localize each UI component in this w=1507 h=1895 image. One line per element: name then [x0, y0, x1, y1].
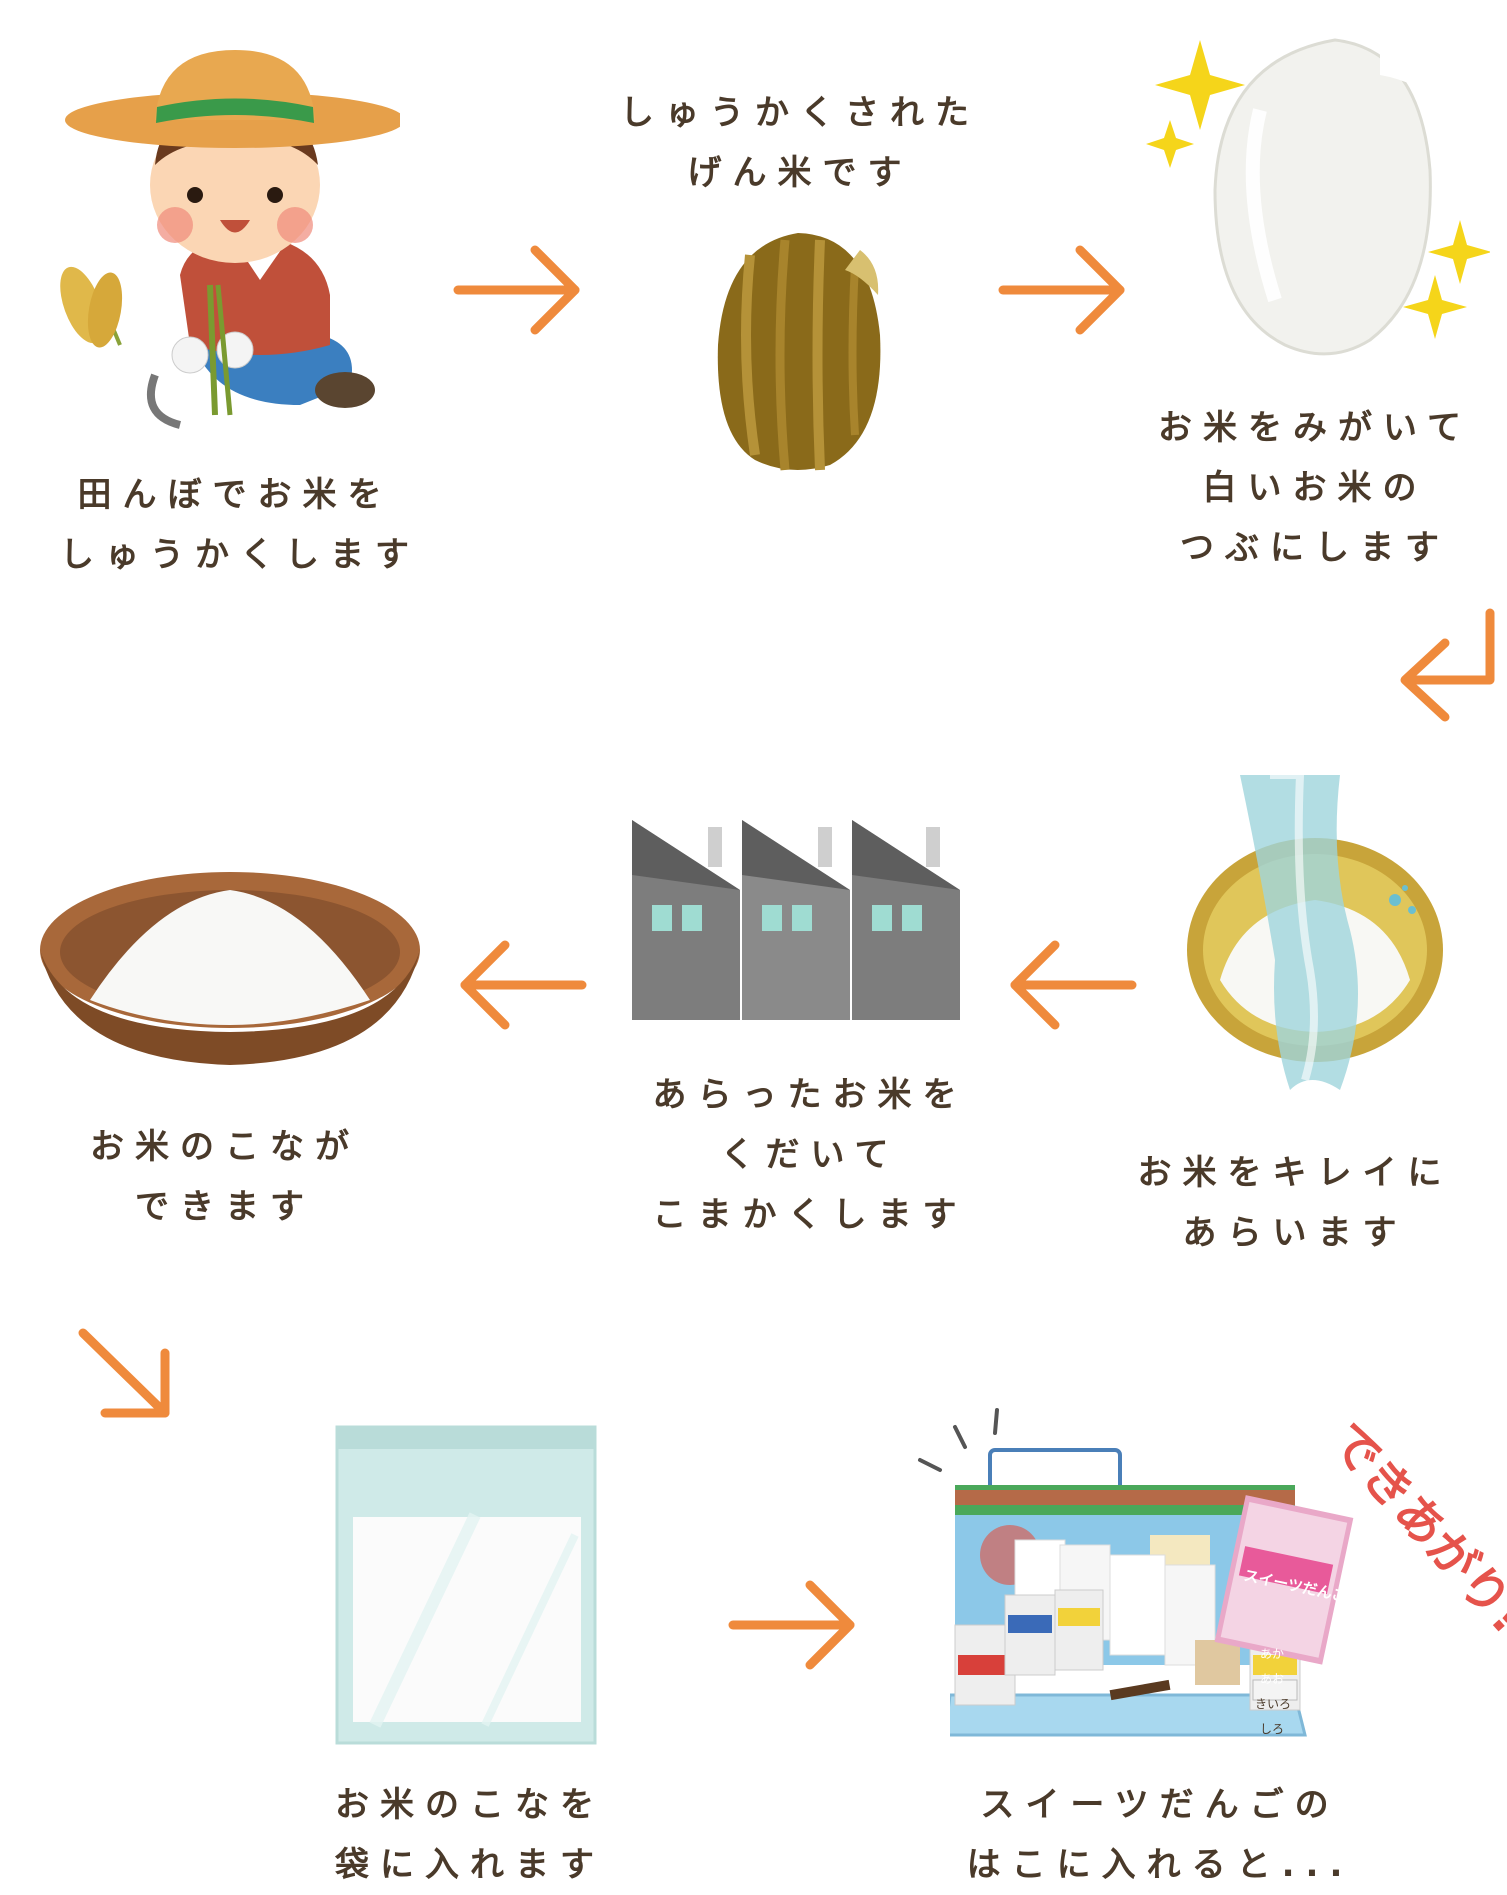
- arrow-down-right: [78, 1328, 170, 1418]
- rice-stalk-icon: [60, 266, 123, 348]
- arrow-left-2: [1010, 940, 1137, 1030]
- excitement-lines-icon: [918, 1408, 999, 1472]
- packet-label-aka: あか: [1260, 1647, 1285, 1661]
- packet-label-kiiro: きいろ: [1255, 1697, 1292, 1711]
- caption-harvest-line-2: しゅうかくします: [60, 535, 420, 575]
- caption-wash-line-2: あらいます: [1182, 1213, 1408, 1253]
- caption-box: スイーツだんごの はこに入れると...: [960, 1775, 1360, 1895]
- product-box-illustration: スイーツだんご あか あお きいろ しろ: [915, 1405, 1405, 1765]
- caption-brown-rice-line-1: しゅうかくされた: [620, 93, 980, 133]
- caption-flour-line-2: できます: [135, 1187, 315, 1227]
- caption-polish-line-2: 白いお米の: [1202, 468, 1428, 508]
- sparkle-icon: [1146, 40, 1490, 339]
- caption-box-line-2: はこに入れると...: [966, 1845, 1354, 1885]
- caption-harvest-line-1: 田んぼでお米を: [77, 475, 393, 515]
- caption-wash: お米をキレイに あらいます: [1120, 1143, 1470, 1263]
- arrow-left-1: [460, 940, 587, 1030]
- caption-brown-rice-line-2: げん米です: [687, 153, 913, 193]
- packet-label-shiro: しろ: [1260, 1722, 1285, 1736]
- caption-flour-line-1: お米のこなが: [90, 1127, 360, 1167]
- arrow-right-1: [453, 245, 580, 335]
- caption-wash-line-1: お米をキレイに: [1137, 1153, 1453, 1193]
- caption-flour: お米のこなが できます: [50, 1117, 400, 1237]
- caption-brown-rice: しゅうかくされた げん米です: [620, 83, 980, 203]
- factory-illustration: [632, 820, 960, 1020]
- brown-rice-grain-illustration: [717, 233, 881, 471]
- caption-bag-line-1: お米のこなを: [335, 1785, 605, 1825]
- caption-bag-line-2: 袋に入れます: [335, 1845, 605, 1885]
- arrow-turn-down-left: [1400, 608, 1495, 722]
- caption-bag: お米のこなを 袋に入れます: [290, 1775, 650, 1895]
- arrow-right-3: [728, 1580, 855, 1670]
- caption-harvest: 田んぼでお米を しゅうかくします: [60, 465, 410, 585]
- caption-grind-line-2: くだいて: [720, 1135, 900, 1175]
- flour-bag-illustration: [335, 1425, 597, 1745]
- arrow-right-2: [998, 245, 1125, 335]
- caption-grind: あらったお米を くだいて こまかくします: [620, 1065, 1000, 1245]
- caption-grind-line-3: こまかくします: [652, 1195, 968, 1235]
- dango-box-icon: [950, 1448, 1354, 1737]
- caption-polish-line-3: つぶにします: [1180, 528, 1450, 568]
- caption-polish-line-1: お米をみがいて: [1158, 408, 1472, 448]
- washing-rice-illustration: [1187, 771, 1443, 1090]
- caption-grind-line-1: あらったお米を: [652, 1075, 968, 1115]
- caption-box-line-1: スイーツだんごの: [980, 1785, 1340, 1825]
- packet-label-ao: あお: [1260, 1672, 1285, 1686]
- straw-hat-icon: [65, 50, 400, 148]
- white-rice-grain-illustration: [1146, 38, 1490, 356]
- caption-polish: お米をみがいて 白いお米の つぶにします: [1140, 398, 1490, 578]
- flour-bowl-illustration: [40, 872, 420, 1065]
- farmer-illustration: [60, 50, 400, 429]
